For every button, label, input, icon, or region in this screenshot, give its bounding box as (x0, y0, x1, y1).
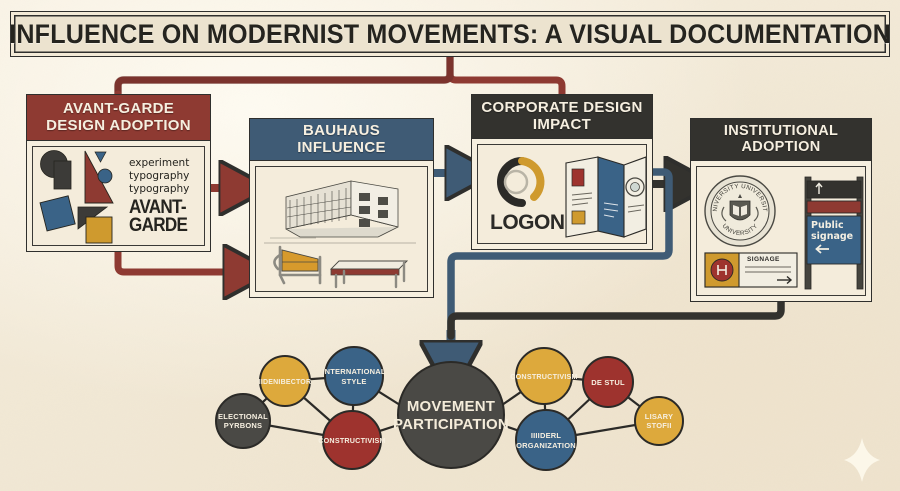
sparkle-decoration (844, 438, 880, 482)
